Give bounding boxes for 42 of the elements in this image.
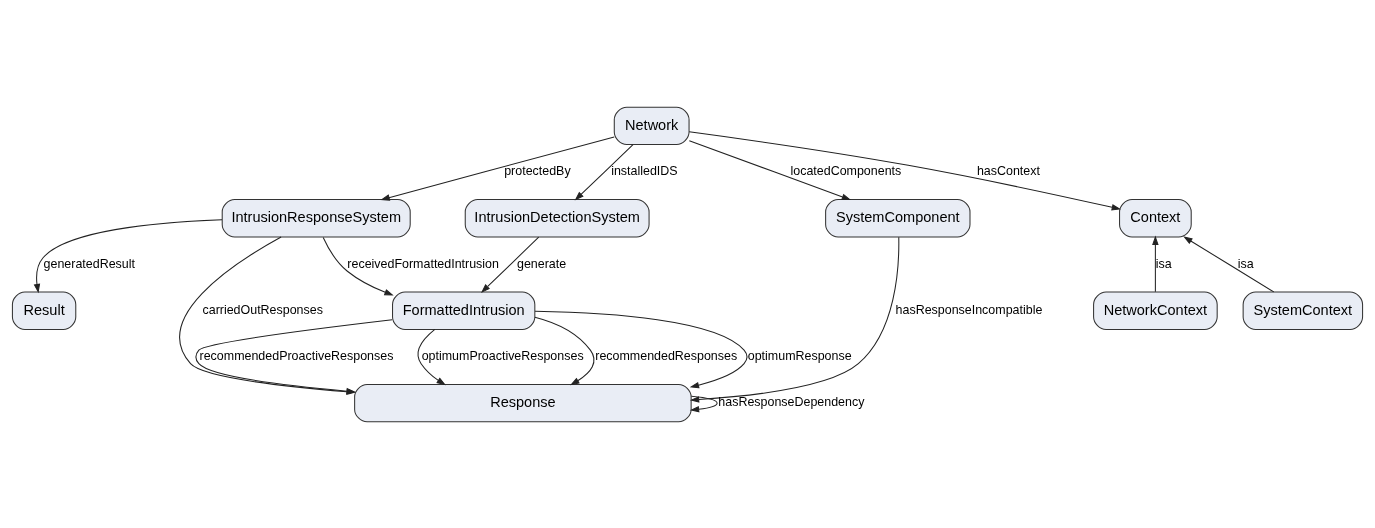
node-box: IntrusionDetectionSystem bbox=[464, 198, 650, 237]
arrow bbox=[534, 316, 595, 385]
edge-label: locatedComponents bbox=[790, 163, 902, 178]
arrow bbox=[689, 236, 900, 403]
node-box: NetworkContext bbox=[1093, 291, 1218, 330]
node-box: SystemComponent bbox=[825, 198, 971, 237]
edge-label: installedIDS bbox=[611, 163, 678, 178]
edge-label: isa bbox=[1237, 256, 1254, 271]
arrow bbox=[33, 218, 223, 293]
edge-label: generatedResult bbox=[43, 256, 135, 271]
edge-label: recommendedProactiveResponses bbox=[199, 348, 394, 363]
arrow bbox=[380, 135, 615, 201]
edge-label: hasResponseIncompatible bbox=[895, 302, 1043, 317]
arrow bbox=[688, 130, 1122, 210]
node-box: IntrusionResponseSystem bbox=[221, 198, 411, 237]
arrow bbox=[1152, 235, 1159, 292]
node-box: Result bbox=[11, 291, 77, 330]
edge-label: recommendedResponses bbox=[595, 348, 738, 363]
edge-label: isa bbox=[1155, 256, 1172, 271]
arrow bbox=[322, 236, 394, 295]
node-box: Network bbox=[613, 106, 690, 145]
edge-label: receivedFormattedIntrusion bbox=[347, 256, 499, 271]
arrow bbox=[688, 139, 852, 200]
edge-label: generate bbox=[516, 256, 567, 271]
arrow bbox=[574, 143, 634, 201]
edge-label: hasContext bbox=[976, 163, 1040, 178]
arrow bbox=[179, 235, 356, 395]
arrow bbox=[1183, 235, 1275, 292]
arrow bbox=[534, 310, 748, 388]
node-box: Context bbox=[1119, 198, 1192, 237]
arrow bbox=[195, 318, 393, 394]
arrow bbox=[689, 395, 718, 412]
arrow bbox=[480, 236, 540, 293]
edge-label: carriedOutResponses bbox=[202, 302, 323, 317]
edge-label: optimumResponse bbox=[747, 348, 852, 363]
node-box: SystemContext bbox=[1242, 291, 1364, 330]
node-box: FormattedIntrusion bbox=[392, 291, 536, 330]
edge-label: protectedBy bbox=[504, 163, 571, 178]
node-box: Response bbox=[354, 383, 692, 422]
edge-label: optimumProactiveResponses bbox=[421, 348, 584, 363]
edge-label: hasResponseDependency bbox=[718, 394, 865, 409]
arrow bbox=[417, 328, 446, 385]
